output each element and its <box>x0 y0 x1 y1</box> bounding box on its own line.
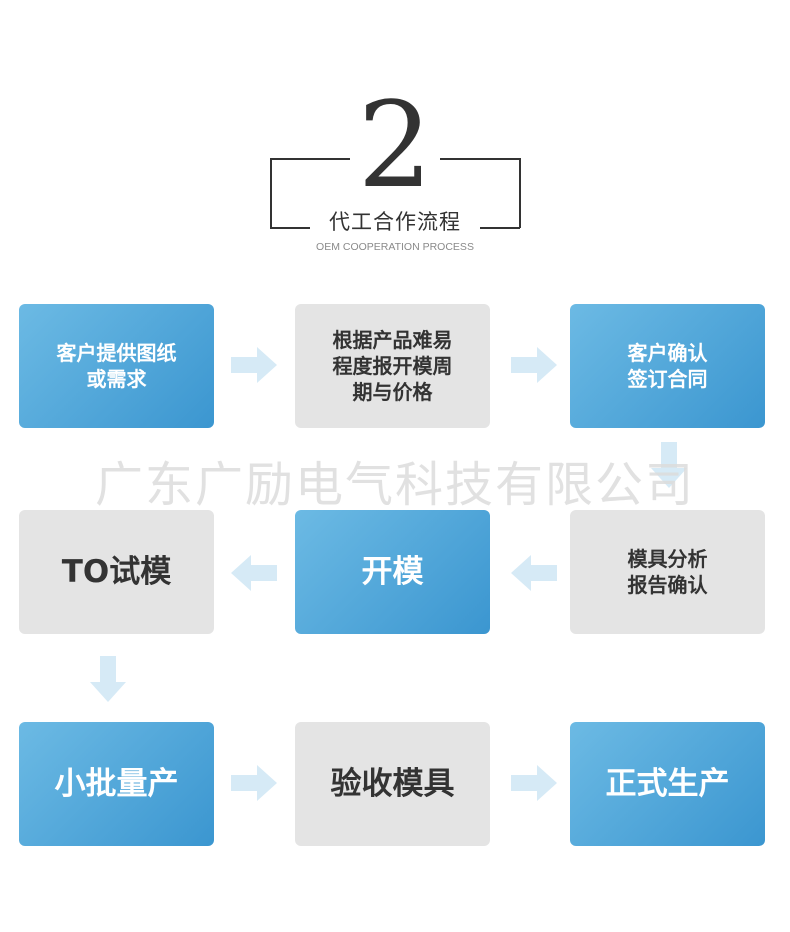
step-small-batch: 小批量产 <box>19 722 214 846</box>
step-number: 2 <box>357 76 433 214</box>
step-label: 模具分析 报告确认 <box>627 547 708 597</box>
section-subtitle: OEM COOPERATION PROCESS <box>316 241 474 253</box>
bracket-left-vertical <box>270 158 272 228</box>
bracket-right-bottom <box>480 227 520 229</box>
step-open-mold: 开模 <box>295 510 490 634</box>
arrow-down-icon <box>90 656 126 702</box>
step-label: 根据产品难易 程度报开模周 期与价格 <box>332 328 453 404</box>
bracket-right-vertical <box>519 158 521 228</box>
step-mass-production: 正式生产 <box>570 722 765 846</box>
step-label: 客户提供图纸 或需求 <box>56 341 177 391</box>
step-accept-mold: 验收模具 <box>295 722 490 846</box>
bracket-left-bottom <box>270 227 310 229</box>
arrow-right-icon <box>231 765 277 801</box>
step-label: 客户确认 签订合同 <box>627 341 708 391</box>
section-title: 代工合作流程 <box>329 210 461 234</box>
step-quote-mold-cycle: 根据产品难易 程度报开模周 期与价格 <box>295 304 490 428</box>
step-label: 小批量产 <box>54 766 179 802</box>
arrow-down-icon <box>651 442 687 488</box>
arrow-right-icon <box>511 765 557 801</box>
step-to-trial-mold: TO试模 <box>19 510 214 634</box>
arrow-right-icon <box>511 347 557 383</box>
step-mold-analysis: 模具分析 报告确认 <box>570 510 765 634</box>
step-provide-drawings: 客户提供图纸 或需求 <box>19 304 214 428</box>
header: 2 代工合作流程 OEM COOPERATION PROCESS <box>0 0 790 270</box>
step-label: 开模 <box>361 554 424 590</box>
bracket-right-top <box>440 158 520 160</box>
step-label: 正式生产 <box>605 766 730 802</box>
arrow-left-icon <box>231 555 277 591</box>
arrow-right-icon <box>231 347 277 383</box>
step-sign-contract: 客户确认 签订合同 <box>570 304 765 428</box>
step-label: 验收模具 <box>330 766 455 802</box>
bracket-left-top <box>270 158 350 160</box>
step-label: TO试模 <box>61 554 172 590</box>
arrow-left-icon <box>511 555 557 591</box>
